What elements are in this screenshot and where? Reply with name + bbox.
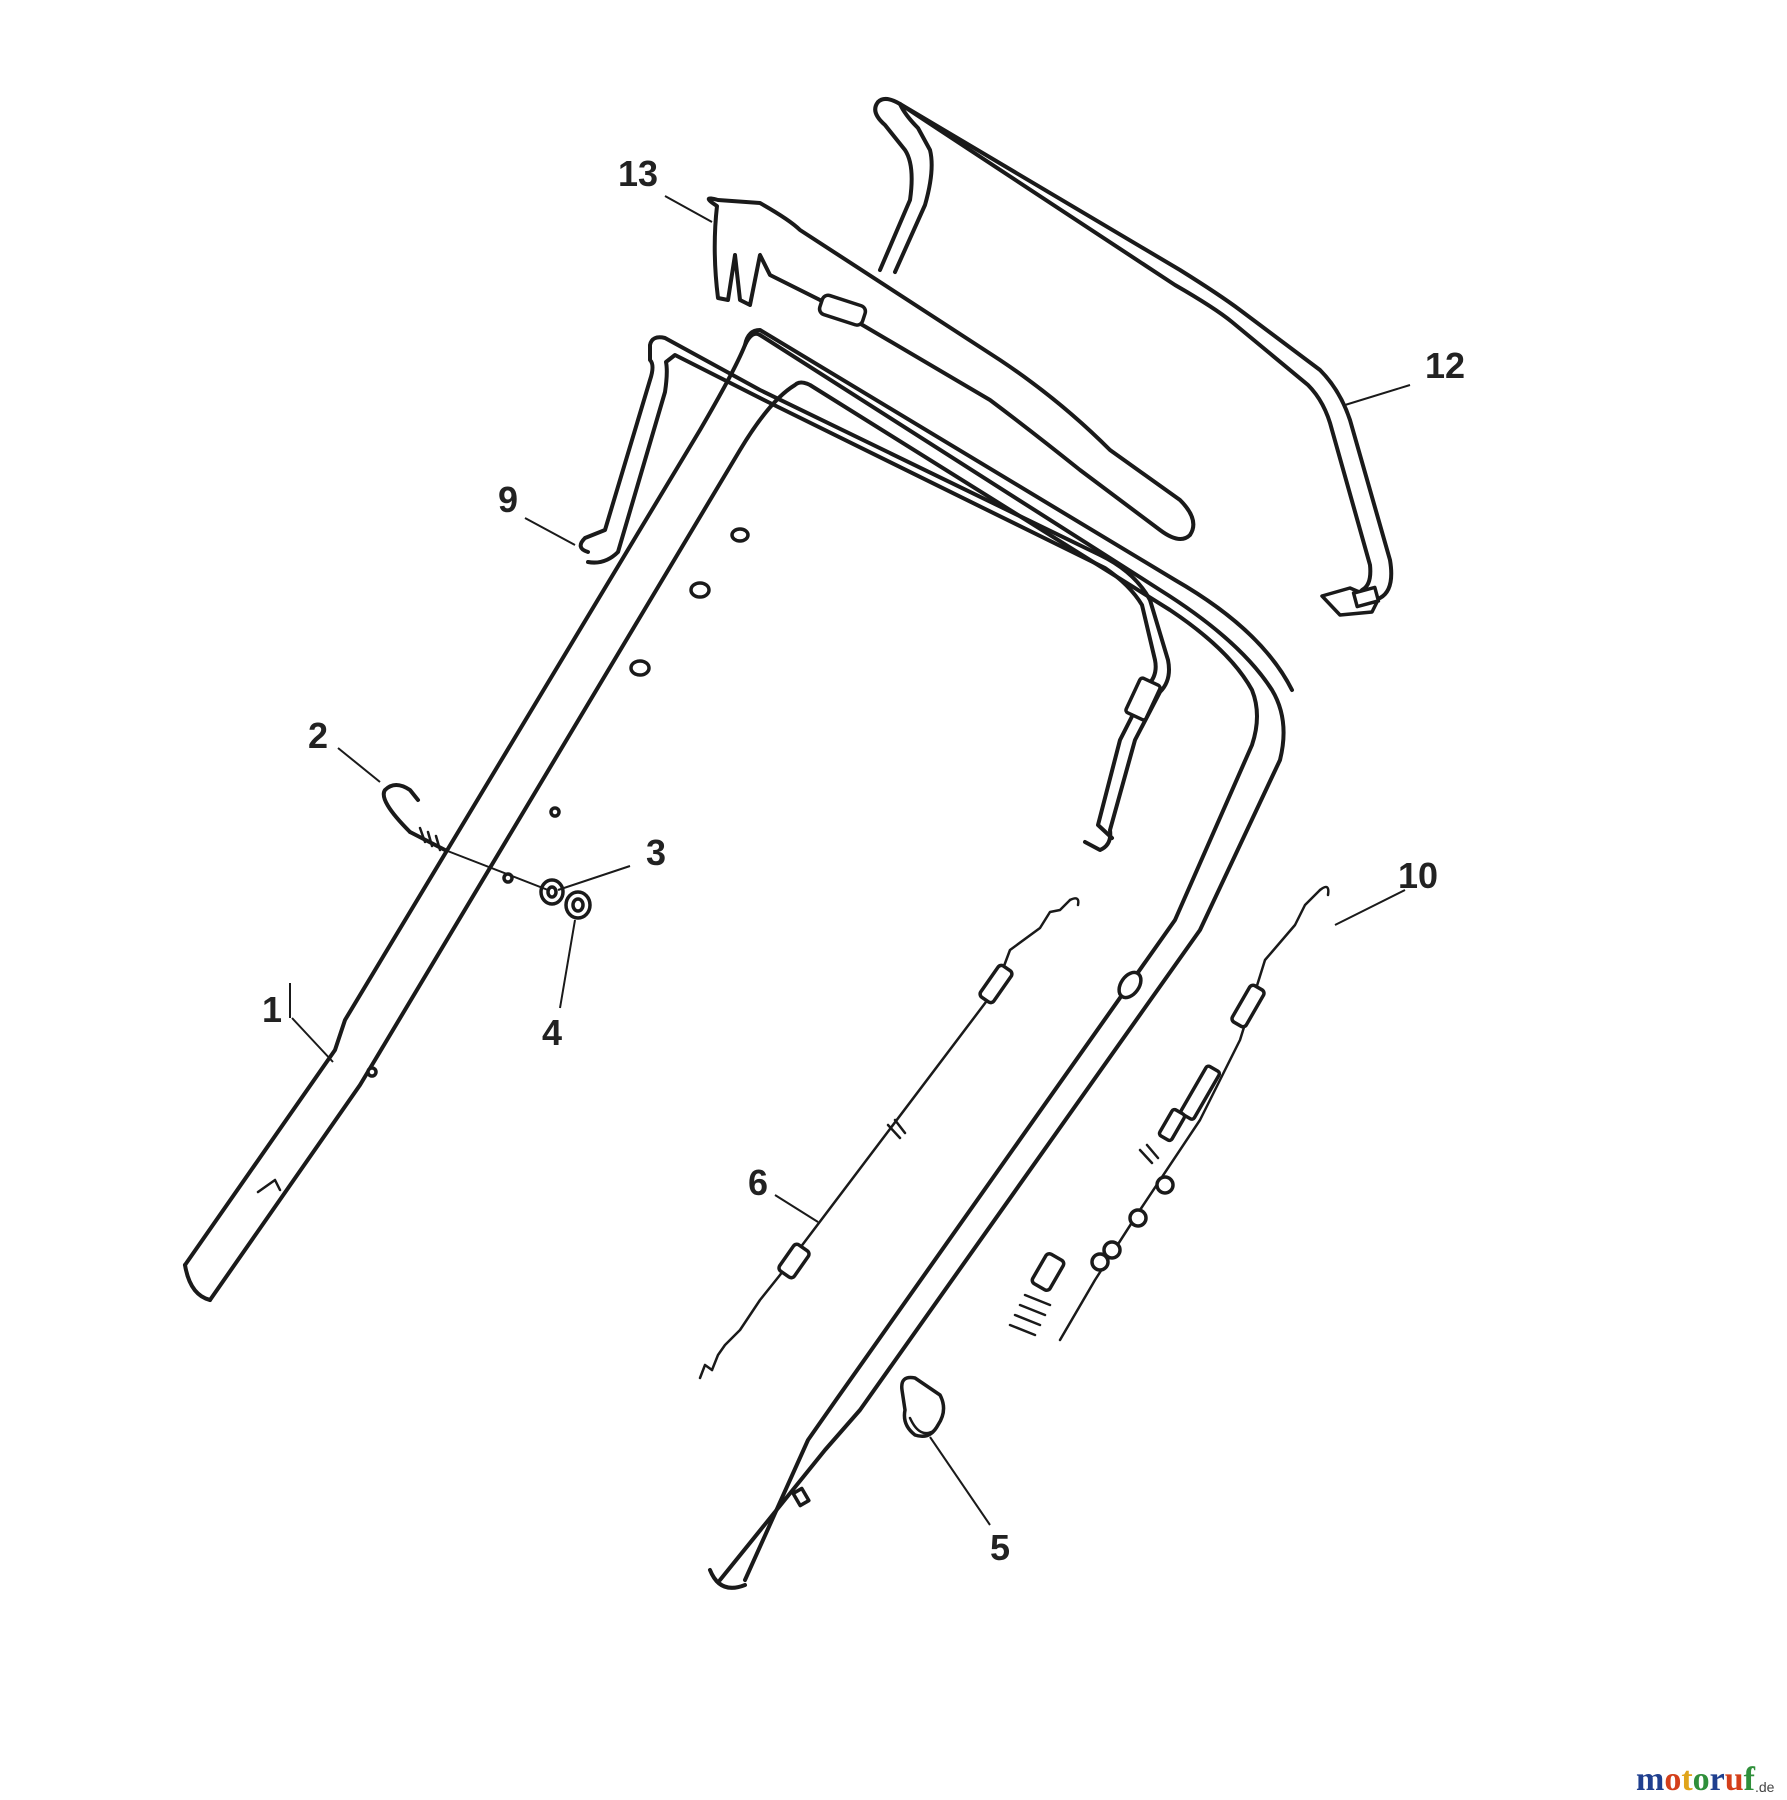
leader-13	[664, 195, 713, 223]
control-cable	[698, 897, 1080, 1380]
callout-5: 5	[990, 1527, 1010, 1568]
leader-12	[1344, 384, 1411, 406]
leader-2	[337, 747, 381, 783]
svg-text:motoruf: motoruf	[1636, 1761, 1756, 1798]
leader-10	[1334, 889, 1406, 926]
leader-lines	[289, 195, 1411, 1526]
callout-4: 4	[542, 1012, 562, 1053]
watermark-o2: o	[1693, 1761, 1710, 1798]
leader-9	[524, 517, 576, 546]
watermark-r: r	[1710, 1761, 1725, 1798]
callout-9: 9	[498, 479, 518, 520]
callout-12: 12	[1425, 345, 1465, 386]
throttle-cable	[1008, 885, 1330, 1342]
watermark-o1: o	[1664, 1761, 1681, 1798]
handle-grip	[706, 196, 1196, 541]
callout-6: 6	[748, 1162, 768, 1203]
callout-1: 1	[262, 989, 282, 1030]
callout-10: 10	[1398, 855, 1438, 896]
leader-5	[929, 1436, 991, 1526]
watermark-t: t	[1681, 1761, 1693, 1798]
lever-bar	[578, 335, 1171, 852]
leader-4	[559, 919, 576, 1009]
callout-13: 13	[618, 153, 658, 194]
watermark-m: m	[1636, 1761, 1664, 1798]
leader-3	[557, 865, 631, 891]
callout-2: 2	[308, 715, 328, 756]
leader-6	[774, 1194, 819, 1223]
handle-frame	[183, 328, 1294, 1590]
watermark-u: u	[1725, 1761, 1744, 1798]
watermark-domain: .de	[1755, 1779, 1775, 1795]
cable-clip	[900, 1375, 946, 1438]
nut	[564, 890, 592, 920]
washer	[539, 878, 565, 906]
watermark-f: f	[1744, 1761, 1756, 1798]
leader-1	[291, 1017, 334, 1063]
watermark-logo: motoruf .de	[1636, 1761, 1775, 1798]
callout-3: 3	[646, 832, 666, 873]
bolt	[381, 783, 447, 852]
upper-handle-bar	[873, 97, 1394, 617]
leader-2b	[444, 849, 549, 891]
